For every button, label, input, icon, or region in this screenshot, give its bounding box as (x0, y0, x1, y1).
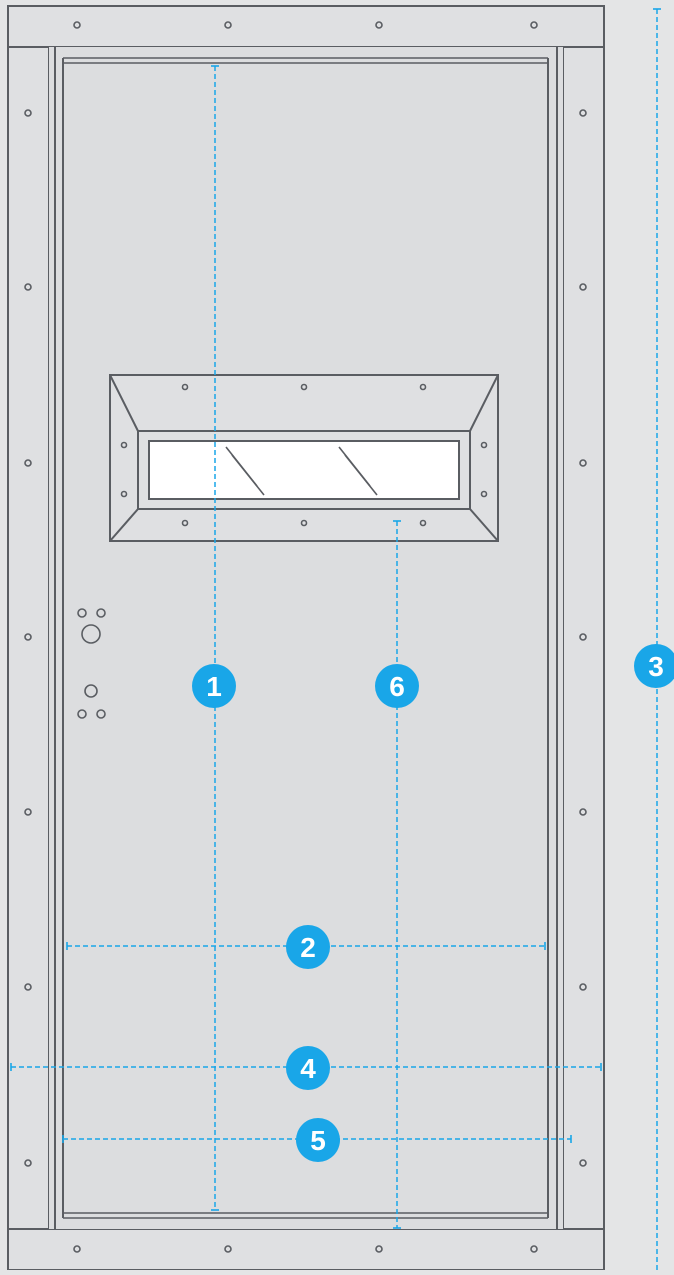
screw (579, 983, 587, 991)
screw (300, 519, 308, 527)
window-bevel (469, 374, 499, 432)
marker-3: 3 (634, 644, 674, 688)
screw (73, 1245, 81, 1253)
marker-2: 2 (286, 925, 330, 969)
screw (24, 808, 32, 816)
marker-badge (286, 1046, 330, 1090)
marker-label: 1 (206, 671, 222, 702)
handle-hole (84, 684, 98, 698)
screw (530, 21, 538, 29)
door-leaf (49, 47, 563, 1229)
screw (181, 519, 189, 527)
window-glass (148, 440, 460, 500)
screw (579, 283, 587, 291)
marker-badge (375, 664, 419, 708)
screw (73, 21, 81, 29)
frame-screws (24, 21, 587, 1253)
window-bevel (109, 508, 139, 542)
screw (579, 459, 587, 467)
screw (579, 109, 587, 117)
screw (181, 383, 189, 391)
dimension-ticks (10, 8, 661, 1229)
window-bevel (469, 508, 499, 542)
marker-badge (192, 664, 236, 708)
screw (375, 1245, 383, 1253)
screw (24, 109, 32, 117)
marker-1: 1 (192, 664, 236, 708)
screw (120, 490, 128, 498)
screw (24, 983, 32, 991)
lock-hole-small (96, 608, 106, 618)
marker-label: 2 (300, 932, 316, 963)
screw (480, 441, 488, 449)
door-panel (49, 47, 563, 1229)
frame-right-jamb (562, 46, 605, 1230)
screw (419, 519, 427, 527)
dimension-lines (11, 9, 658, 1270)
screw (375, 21, 383, 29)
frame-bottom-sill (7, 1228, 605, 1271)
frame-left-jamb (7, 46, 50, 1230)
frame-top-header (7, 5, 605, 48)
screw (224, 1245, 232, 1253)
screw (24, 633, 32, 641)
lock-holes (77, 608, 106, 719)
marker-badge (296, 1118, 340, 1162)
lock-hole-small (77, 709, 87, 719)
marker-label: 3 (648, 651, 664, 682)
screw (480, 490, 488, 498)
glass-glint (344, 454, 378, 496)
window-bevel (109, 374, 139, 432)
vision-window (109, 374, 499, 542)
glass-glint (231, 454, 265, 496)
marker-5: 5 (296, 1118, 340, 1162)
screw (419, 383, 427, 391)
marker-label: 6 (389, 671, 405, 702)
lock-cylinder-hole (81, 624, 101, 644)
screw (24, 283, 32, 291)
door-frame (7, 5, 605, 1271)
screw (24, 459, 32, 467)
lock-hole-small (77, 608, 87, 618)
screw (224, 21, 232, 29)
marker-label: 4 (300, 1053, 316, 1084)
screw (579, 808, 587, 816)
screw (120, 441, 128, 449)
screw (530, 1245, 538, 1253)
screw (300, 383, 308, 391)
window-screws (120, 383, 488, 527)
lock-hole-small (96, 709, 106, 719)
marker-label: 5 (310, 1125, 326, 1156)
screw (24, 1159, 32, 1167)
marker-badge (286, 925, 330, 969)
screw (579, 633, 587, 641)
marker-badge (634, 644, 674, 688)
screw (579, 1159, 587, 1167)
marker-4: 4 (286, 1046, 330, 1090)
marker-6: 6 (375, 664, 419, 708)
